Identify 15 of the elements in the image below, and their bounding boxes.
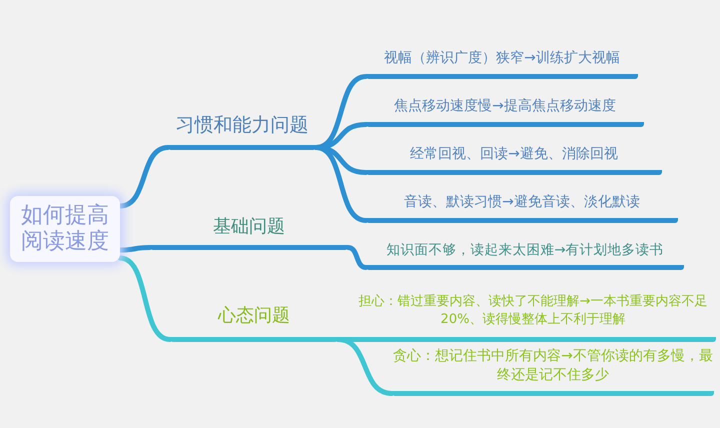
branch-label: 知识面不够，读起来太困难→有计划地多读书 xyxy=(386,240,664,260)
branch-line xyxy=(118,245,152,252)
central-topic xyxy=(10,196,120,262)
branch-label: 经常回视、回读→避免、消除回视 xyxy=(410,144,618,164)
branch-line xyxy=(346,245,368,270)
branch-line xyxy=(118,145,170,208)
topic-title: 如何提高阅读速度 xyxy=(20,202,110,256)
branch-label: 担心：错过重要内容、读快了不能理解→一本书重要内容不足20%、读得慢整体上不利于理解 xyxy=(358,293,708,329)
branch-label: 贪心：想记住书中所有内容→不管你读的有多慢，最终还是记不住多少 xyxy=(392,347,714,385)
branch-label: 基础问题 xyxy=(213,214,285,239)
branch-label: 习惯和能力问题 xyxy=(176,113,308,138)
branch-label: 心态问题 xyxy=(218,304,290,328)
branch-label: 视幅（辨识广度）狭窄→训练扩大视幅 xyxy=(384,48,620,68)
branch-label: 音读、默读习惯→避免音读、淡化默读 xyxy=(404,192,640,212)
branch-label: 焦点移动速度慢→提高焦点移动速度 xyxy=(394,96,616,116)
